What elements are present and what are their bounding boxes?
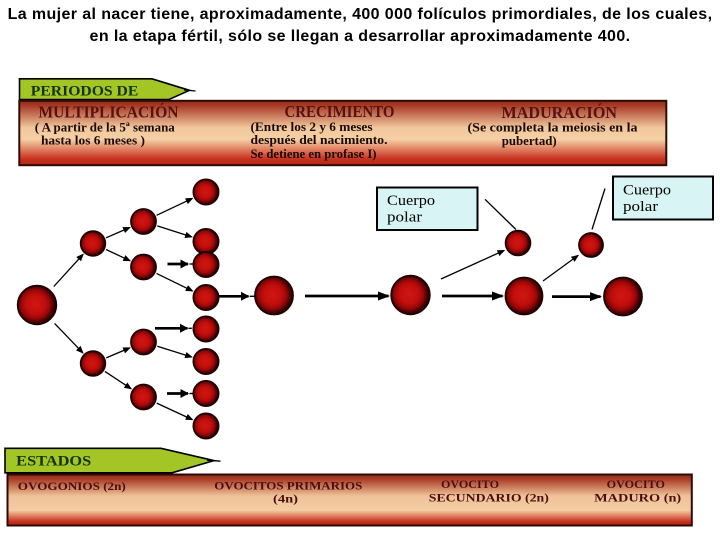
svg-text:polar: polar (387, 210, 422, 226)
svg-text:OVOCITO: OVOCITO (441, 477, 499, 491)
svg-text:polar: polar (623, 199, 658, 215)
svg-text:OVOCITOS PRIMARIOS: OVOCITOS PRIMARIOS (214, 478, 362, 492)
svg-text:hasta los 6 meses ): hasta los 6 meses ) (41, 133, 145, 148)
svg-text:MADURACIÓN: MADURACIÓN (502, 103, 618, 122)
svg-text:MULTIPLICACIÓN: MULTIPLICACIÓN (39, 103, 179, 122)
svg-text:después del nacimiento.: después del nacimiento. (251, 132, 388, 147)
svg-text:Cuerpo: Cuerpo (387, 193, 435, 209)
svg-text:pubertad): pubertad) (502, 133, 557, 148)
svg-text:PERIODOS DE: PERIODOS DE (31, 84, 139, 100)
svg-text:Cuerpo: Cuerpo (623, 183, 671, 199)
svg-text:ESTADOS: ESTADOS (16, 453, 91, 469)
svg-text:Se detiene en profase I): Se detiene en profase I) (251, 146, 377, 161)
svg-text:(Entre los 2 y 6 meses: (Entre los 2 y 6 meses (251, 119, 373, 134)
svg-text:CRECIMIENTO: CRECIMIENTO (285, 102, 395, 121)
svg-text:MADURO (n): MADURO (n) (594, 491, 681, 505)
svg-text:( A partir de la 5ª semana: ( A partir de la 5ª semana (35, 119, 175, 134)
svg-text:SECUNDARIO (2n): SECUNDARIO (2n) (429, 491, 549, 505)
svg-text:(Se completa la meiosis en la: (Se completa la meiosis en la (468, 120, 639, 135)
svg-text:OVOCITO: OVOCITO (607, 477, 665, 491)
svg-text:OVOGONIOS (2n): OVOGONIOS (2n) (18, 479, 126, 493)
svg-text:(4n): (4n) (273, 492, 298, 506)
